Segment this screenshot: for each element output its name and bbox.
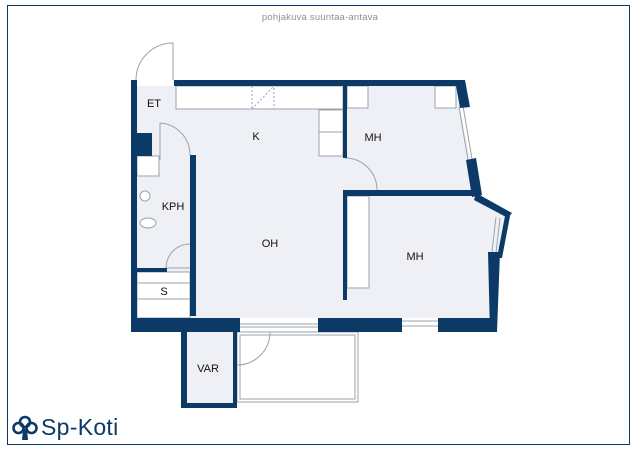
walls (131, 80, 512, 408)
tree-logo-icon (12, 415, 38, 440)
room-label-k: K (252, 131, 260, 143)
logo-text: Sp-Koti (41, 414, 119, 440)
fixtures (136, 85, 457, 319)
balcony (236, 331, 359, 403)
sp-koti-logo: Sp-Koti (12, 414, 119, 441)
room-label-mh-2: MH (406, 251, 423, 263)
door-swings (135, 42, 501, 366)
room-label-kph: KPH (162, 201, 185, 213)
room-label-oh: OH (262, 238, 279, 250)
page-frame (7, 5, 630, 445)
fridge-marker (251, 85, 275, 110)
room-label-s: S (160, 286, 167, 298)
room-label-var: VAR (197, 363, 219, 375)
plan-caption: pohjakuva suuntaa-antava (261, 12, 379, 23)
floor-area (137, 86, 510, 403)
room-label-mh-1: MH (364, 132, 381, 144)
room-label-et: ET (147, 98, 161, 110)
